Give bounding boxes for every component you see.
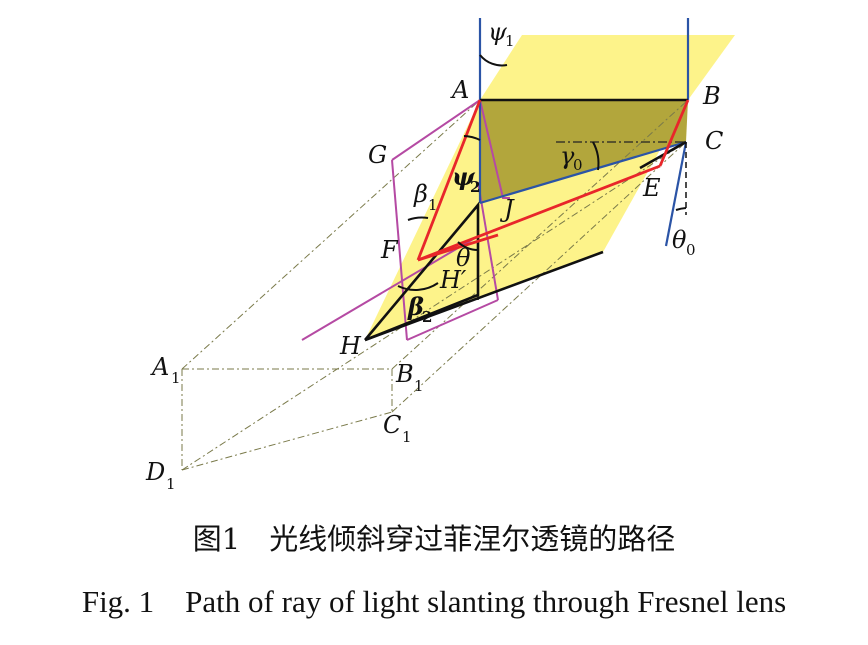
label-H: H: [339, 332, 362, 360]
label-gamma0-sub: 0: [573, 156, 583, 174]
caption-chinese: 图1 光线倾斜穿过菲涅尔透镜的路径: [193, 522, 675, 556]
label-beta2-sub: 2: [422, 308, 432, 326]
angle-arcs: [397, 54, 687, 291]
label-F: F: [380, 236, 399, 264]
label-A1-sub: 1: [171, 369, 181, 387]
label-psi1: ψ: [488, 18, 508, 46]
label-gamma0: γ: [560, 142, 575, 170]
label-A: A: [450, 76, 469, 104]
label-B: B: [702, 82, 721, 110]
label-D1: D: [145, 458, 165, 486]
dashed-guides: [477, 142, 687, 300]
label-beta2: β: [407, 292, 424, 321]
label-H-prime: H′: [439, 266, 467, 294]
label-psi2: ψ: [452, 162, 476, 191]
label-G: G: [368, 141, 387, 169]
point-labels: A B C E F G H H′ J A 1 B 1 C 1 D 1: [145, 76, 723, 493]
label-psi2-sub: 2: [470, 178, 480, 196]
magenta-planes: [301, 98, 510, 341]
label-psi1-sub: 1: [505, 32, 515, 50]
label-C: C: [705, 127, 723, 155]
label-C1: C: [383, 411, 401, 439]
top-face: [480, 35, 735, 100]
label-theta: θ: [456, 244, 471, 272]
label-B1-sub: 1: [414, 377, 424, 395]
caption-english: Fig. 1 Path of ray of light slanting thr…: [82, 584, 786, 619]
label-C1-sub: 1: [402, 428, 412, 446]
label-beta1: β: [413, 180, 428, 208]
label-B1: B: [395, 360, 414, 388]
olive-face: [480, 100, 688, 203]
blue-lines: [478, 18, 690, 247]
label-A1: A: [150, 353, 169, 381]
label-theta0: θ: [672, 226, 687, 254]
label-E: E: [642, 174, 661, 202]
label-theta0-sub: 0: [686, 241, 696, 259]
angle-labels: ψ 1 ψ 2 γ 0 β 1 β 2 θ θ 0: [407, 18, 696, 326]
red-rays: [416, 99, 690, 262]
label-beta1-sub: 1: [428, 196, 438, 214]
label-D1-sub: 1: [166, 475, 176, 493]
